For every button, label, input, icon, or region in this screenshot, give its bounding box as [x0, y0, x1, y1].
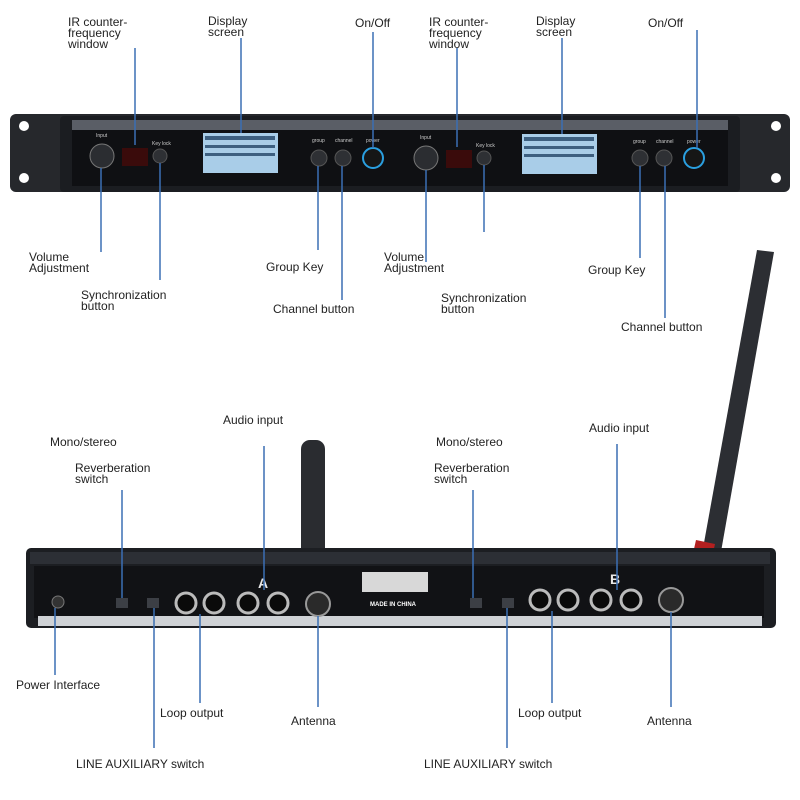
panel-power-text: power	[687, 139, 701, 145]
model-sticker	[362, 572, 428, 592]
audio-input-jack[interactable]	[589, 588, 613, 612]
label-volume-right: Volume Adjustment	[384, 250, 445, 275]
dc-power-jack[interactable]	[51, 595, 65, 609]
group-button[interactable]	[310, 149, 328, 167]
label-loop-output-right: Loop output	[518, 706, 582, 720]
antenna-right	[698, 250, 774, 580]
panel-channel-text: channel	[335, 138, 353, 144]
rear-label-strip	[38, 616, 762, 626]
label-audio-input-right: Audio input	[589, 421, 650, 435]
label-mono-stereo-left: Mono/stereo	[50, 435, 117, 449]
rack-screw-hole	[19, 173, 29, 183]
power-button[interactable]	[683, 147, 705, 169]
label-channel-button-right: Channel button	[621, 320, 703, 334]
volume-knob[interactable]	[89, 143, 115, 169]
label-channel-button-left: Channel button	[273, 302, 355, 316]
label-antenna-right: Antenna	[647, 714, 692, 728]
label-reverb-right: Reverberation switch	[434, 461, 510, 486]
label-display-screen-right: Display screen	[536, 14, 576, 39]
leader-lines	[54, 30, 698, 748]
loop-output-jack[interactable]	[528, 588, 552, 612]
keylock-button[interactable]	[152, 148, 168, 164]
keylock-button[interactable]	[476, 150, 492, 166]
label-power-interface: Power Interface	[16, 678, 101, 692]
channel-button[interactable]	[655, 149, 673, 167]
label-group-key-left: Group Key	[266, 260, 324, 274]
out-jack[interactable]	[202, 591, 226, 615]
panel-input-text: Input	[420, 135, 432, 141]
label-on-off-right: On/Off	[648, 16, 684, 30]
front-top-bevel	[72, 120, 728, 130]
label-group-key-right: Group Key	[588, 263, 646, 277]
audio-input-jack[interactable]	[619, 588, 643, 612]
label-loop-output-left: Loop output	[160, 706, 224, 720]
rack-screw-hole	[19, 121, 29, 131]
label-volume-left: Volume Adjustment	[29, 250, 90, 275]
label-antenna-left: Antenna	[291, 714, 336, 728]
audio-input-jack[interactable]	[266, 591, 290, 615]
front-rack-unit	[10, 114, 790, 192]
made-in-text: MADE IN CHINA	[370, 602, 417, 608]
lcd-line	[205, 136, 275, 140]
label-sync-button-right: Synchronization button	[441, 291, 527, 316]
panel-micro-text: Input Key lock group channel power Input…	[96, 133, 701, 608]
panel-channel-text: channel	[656, 139, 674, 145]
audio-input-jack[interactable]	[236, 591, 260, 615]
label-line-aux-right: LINE AUXILIARY switch	[424, 757, 553, 771]
out-jack[interactable]	[556, 588, 580, 612]
rack-screw-hole	[771, 173, 781, 183]
panel-keylock-text: Key lock	[476, 143, 495, 149]
label-sync-button-left: Synchronization button	[81, 288, 167, 313]
label-display-screen-left: Display screen	[208, 14, 248, 39]
channel-b-mark: B	[610, 571, 620, 587]
rear-rack-unit	[26, 548, 776, 628]
antennas	[301, 250, 774, 600]
group-button[interactable]	[631, 149, 649, 167]
panel-keylock-text: Key lock	[152, 141, 171, 147]
panel-group-text: group	[633, 139, 646, 145]
lcd-line	[205, 145, 275, 148]
mono-stereo-switch[interactable]	[470, 598, 482, 608]
lcd-line	[205, 153, 275, 156]
label-audio-input-left: Audio input	[223, 413, 284, 427]
line-aux-switch[interactable]	[147, 598, 159, 608]
label-reverb-left: Reverberation switch	[75, 461, 151, 486]
ir-window	[446, 150, 472, 168]
label-on-off-left: On/Off	[355, 16, 391, 30]
loop-output-jack[interactable]	[174, 591, 198, 615]
lcd-line	[524, 154, 594, 157]
panel-input-text: Input	[96, 133, 108, 139]
channel-a-mark: A	[258, 575, 268, 591]
antenna-connector	[658, 587, 684, 613]
ir-window	[122, 148, 148, 166]
rear-top-edge	[30, 552, 770, 564]
line-aux-switch[interactable]	[502, 598, 514, 608]
volume-knob[interactable]	[413, 145, 439, 171]
label-mono-stereo-right: Mono/stereo	[436, 435, 503, 449]
lcd-line	[524, 146, 594, 149]
front-face	[72, 130, 728, 186]
label-ir-window-right: IR counter- frequency window	[429, 15, 489, 51]
label-line-aux-left: LINE AUXILIARY switch	[76, 757, 205, 771]
label-ir-window-left: IR counter- frequency window	[68, 15, 128, 51]
mono-stereo-switch[interactable]	[116, 598, 128, 608]
lcd-line	[524, 137, 594, 141]
antenna-connector	[305, 591, 331, 617]
channel-button[interactable]	[334, 149, 352, 167]
power-button[interactable]	[362, 147, 384, 169]
panel-group-text: group	[312, 138, 325, 144]
rack-screw-hole	[771, 121, 781, 131]
